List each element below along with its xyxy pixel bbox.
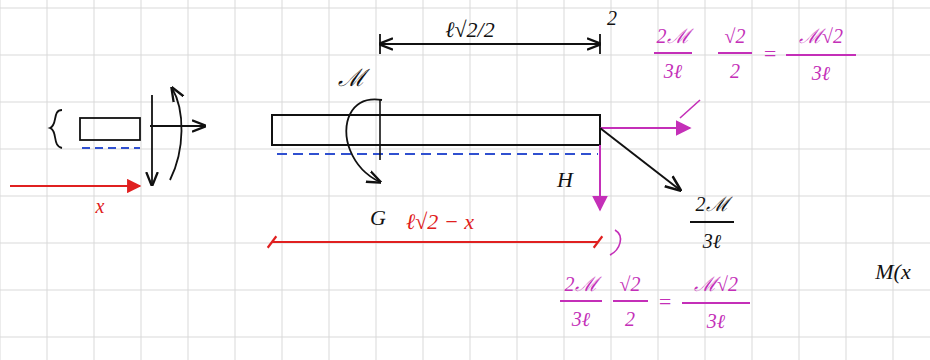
point-label: H <box>557 169 573 191</box>
variable-label: x <box>96 196 105 216</box>
beam <box>272 115 600 145</box>
fraction-numerator: √2 <box>725 26 746 46</box>
dimension-label: ℓ√2 − x <box>406 211 474 233</box>
force-numerator: 2ℳ <box>696 194 729 214</box>
fraction-bar <box>560 53 856 303</box>
point-number: 2 <box>607 8 617 28</box>
fibre-line <box>277 153 598 155</box>
force-arrow <box>599 145 601 210</box>
section-sketch <box>10 88 205 186</box>
moment-label: ℳ <box>338 66 366 90</box>
fraction-denominator: 3ℓ <box>572 309 590 329</box>
dimension-line <box>272 241 598 243</box>
fraction-numerator: ℳ√2 <box>799 26 843 46</box>
fraction-denominator: 3ℓ <box>664 61 682 81</box>
dimension-label: ℓ√2/2 <box>445 19 494 41</box>
moment-arrow <box>346 99 382 182</box>
fraction-numerator: ℳ√2 <box>694 274 738 294</box>
force-arrow <box>600 128 680 190</box>
fraction-numerator: 2ℳ <box>657 26 690 46</box>
force-denominator: 3ℓ <box>703 231 721 251</box>
fraction-denominator: 2 <box>625 309 635 329</box>
equals-sign: = <box>763 43 778 65</box>
leader-line <box>610 230 620 255</box>
equals-sign: = <box>658 291 673 313</box>
leader-line <box>680 100 700 118</box>
fraction-denominator: 2 <box>730 61 740 81</box>
point-label: G <box>370 207 386 229</box>
moment-function: M(x <box>875 261 910 283</box>
fraction-denominator: 3ℓ <box>707 311 725 331</box>
force-arrow <box>600 127 690 129</box>
fraction-numerator: √2 <box>620 274 641 294</box>
fraction-numerator: 2ℳ <box>565 274 598 294</box>
g-mark <box>379 100 381 160</box>
fraction-denominator: 3ℓ <box>812 63 830 83</box>
